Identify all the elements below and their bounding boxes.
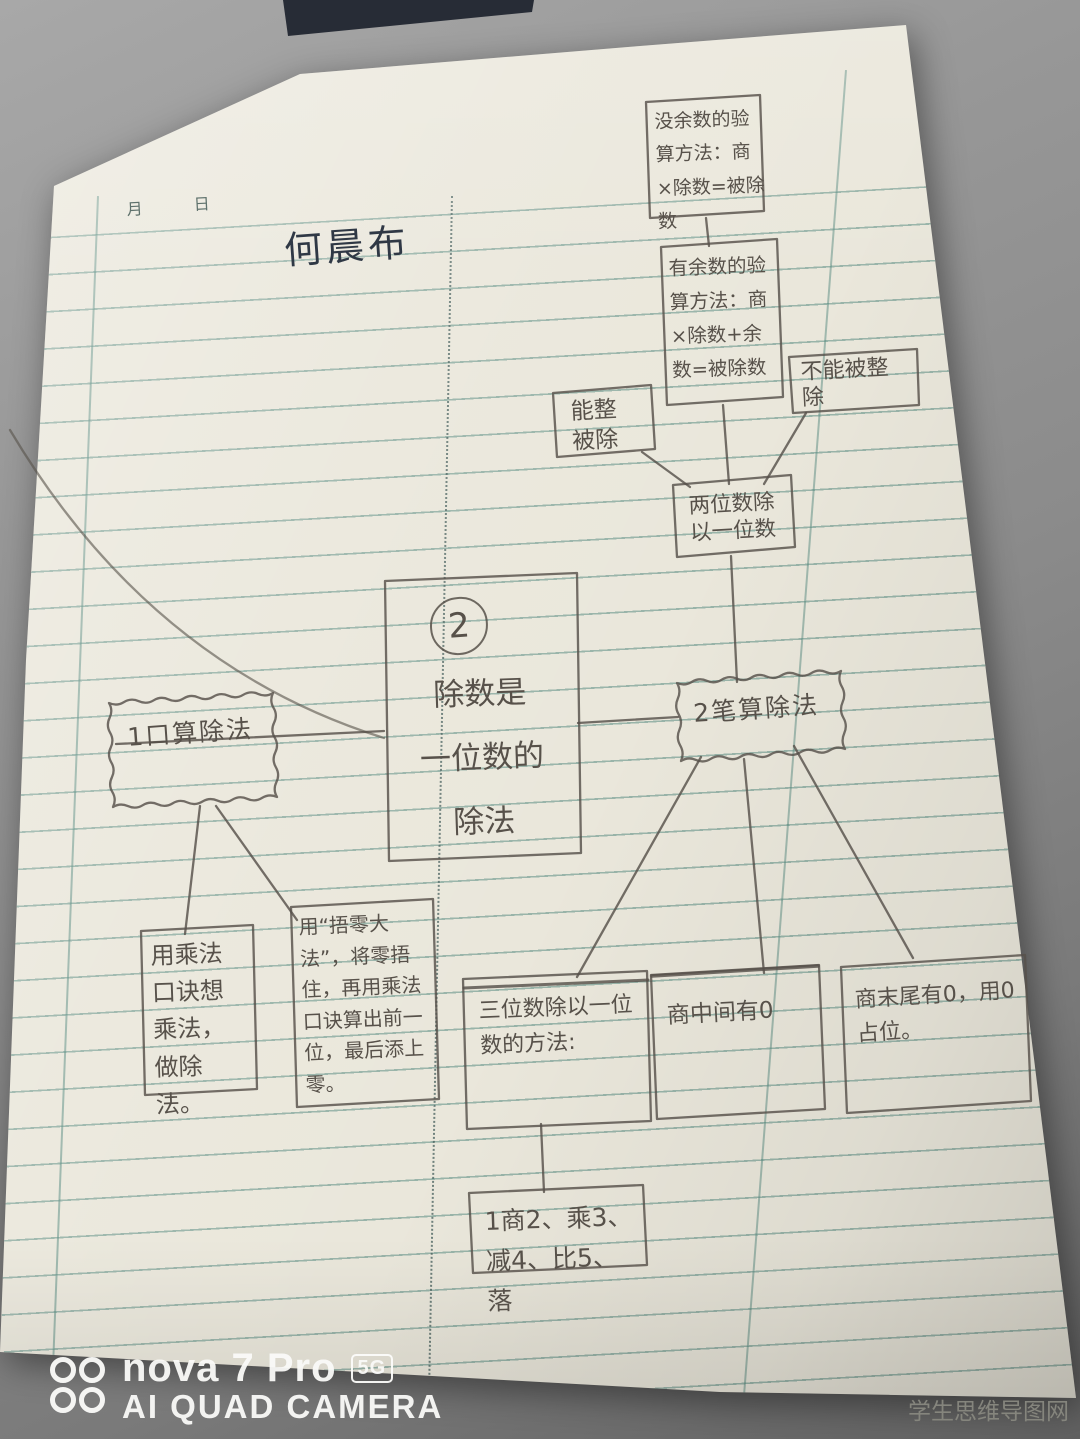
node-three-digit-method: 三位数除以一位数的方法: [478, 992, 634, 1060]
box-outline-quotient-middle-top [650, 964, 820, 978]
central-badge-number: 2 [446, 605, 472, 647]
month-label: 月 [126, 199, 144, 219]
camera-ring-icon [79, 1357, 105, 1383]
box-outline-not-divisible [787, 347, 921, 415]
box-outline-no-remainder [644, 93, 766, 220]
box-outline-central [383, 571, 583, 863]
box-outline-remainder [659, 237, 785, 407]
student-name: 何晨布 [282, 220, 412, 273]
camera-ring-icon [79, 1387, 105, 1413]
box-outline-written-wavy [675, 669, 847, 763]
node-quotient-tail-zero: 商末尾有0，用0占位。 [854, 978, 1016, 1047]
device-watermark: nova 7 Pro 5G [122, 1346, 394, 1391]
connector-written-tailzero [792, 744, 915, 960]
connector-twodigit-written [729, 554, 739, 684]
site-watermark: 学生思维导图网 [908, 1398, 1069, 1424]
node-mult-table: 用乘法口诀想乘法，做除法。 [150, 939, 226, 1119]
node-divisible: 能整被除 [570, 396, 619, 455]
central-topic-line1: 除数是 [432, 674, 527, 714]
connector-branch-left [114, 729, 386, 746]
network-badge: 5G [350, 1354, 394, 1383]
node-steps: 1商2、乘3、减4、比5、落 [484, 1201, 633, 1316]
connector-oral-multtable [183, 804, 202, 936]
box-outline-cover-zero [289, 897, 441, 1109]
connector-branch-right [576, 715, 680, 725]
central-topic: 除数是 一位数的 除法 [393, 659, 572, 857]
box-outline-two-digit [671, 473, 797, 559]
connector-remainder-twodigit [721, 403, 731, 486]
box-outline-steps [467, 1183, 649, 1275]
connector-notdivisible-twodigit [762, 411, 808, 486]
connector-check-chain [704, 216, 711, 248]
box-outline-oral-wavy [106, 691, 280, 809]
node-two-digit: 两位数除以一位数 [688, 489, 777, 546]
camera-rings-icon [50, 1357, 105, 1413]
node-remainder-check: 有余数的验算方法：商×除数+余数=被除数 [668, 253, 768, 383]
connector-written-threedigit [575, 755, 703, 979]
node-cover-zero: 用“捂零大法”，将零捂住，再用乘法口诀算出前一位，最后添上零。 [298, 911, 425, 1097]
camera-ring-icon [50, 1387, 76, 1413]
node-not-divisible: 不能被整除 [800, 355, 890, 412]
camera-label: AI QUAD CAMERA [122, 1388, 444, 1425]
node-no-remainder-check: 没余数的验算方法：商×除数=被除数 [654, 107, 766, 233]
day-label: 日 [193, 194, 211, 214]
central-topic-line2: 一位数的 [419, 737, 545, 779]
box-outline-mult-table [139, 923, 259, 1097]
connector-left-curve [8, 428, 386, 740]
connector-oral-coverzero [214, 804, 299, 922]
box-outline-three-digit-inner [462, 978, 650, 990]
device-name: nova 7 Pro [122, 1346, 337, 1390]
connector-divisible-twodigit [640, 450, 692, 489]
box-outline-quotient-tail [839, 953, 1033, 1115]
connector-written-middlezero [742, 757, 766, 975]
central-topic-line3: 除法 [452, 802, 516, 842]
box-outline-three-digit [461, 969, 653, 1131]
connector-threedigit-steps [539, 1122, 546, 1194]
box-outline-divisible [551, 383, 657, 459]
camera-ring-icon [50, 1357, 76, 1383]
